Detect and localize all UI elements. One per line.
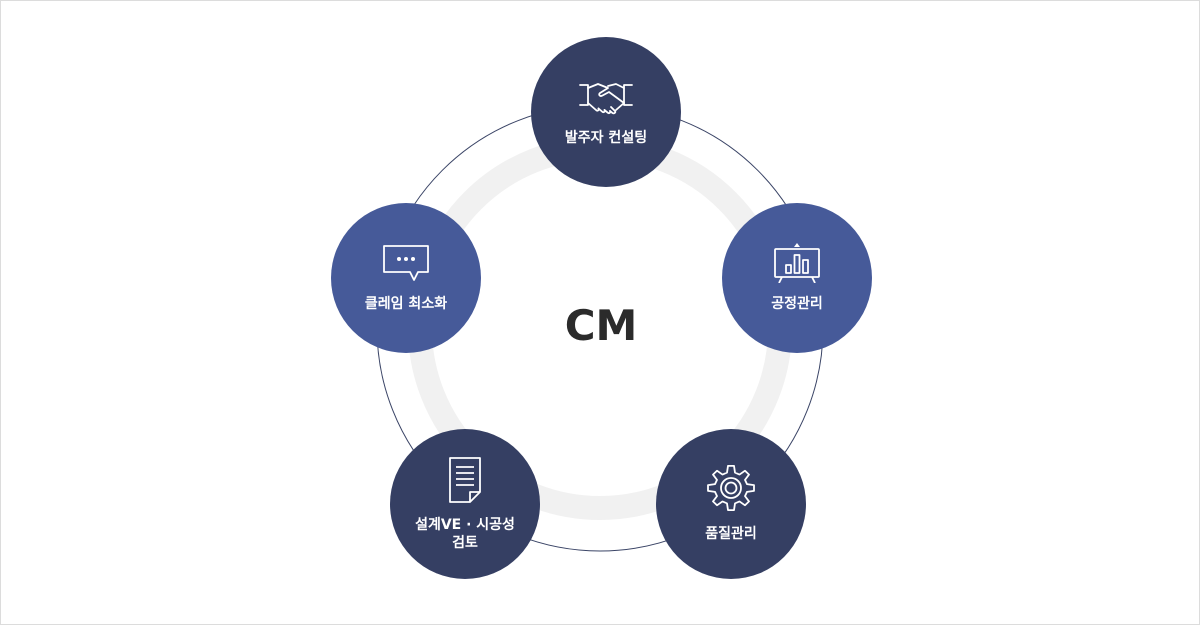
presentation-chart-icon — [774, 243, 820, 283]
node-design-ve-review[interactable]: 설계VE · 시공성 검토 — [390, 429, 540, 579]
node-label: 발주자 컨설팅 — [564, 130, 648, 146]
node-process-management[interactable]: 공정관리 — [722, 203, 872, 353]
node-client-consulting[interactable]: 발주자 컨설팅 — [531, 37, 681, 187]
handshake-icon — [579, 83, 633, 115]
node-claim-minimization[interactable]: 클레임 최소화 — [331, 203, 481, 353]
center-title: CM — [564, 301, 638, 350]
node-quality-management[interactable]: 품질관리 — [656, 429, 806, 579]
node-label: 품질관리 — [705, 526, 757, 542]
gear-icon — [707, 465, 755, 511]
node-label: 설계VE · 시공성 검토 — [415, 517, 515, 551]
document-icon — [449, 457, 481, 503]
node-label: 공정관리 — [771, 296, 823, 312]
speech-bubble-icon — [383, 245, 429, 281]
node-label: 클레임 최소화 — [364, 296, 448, 312]
